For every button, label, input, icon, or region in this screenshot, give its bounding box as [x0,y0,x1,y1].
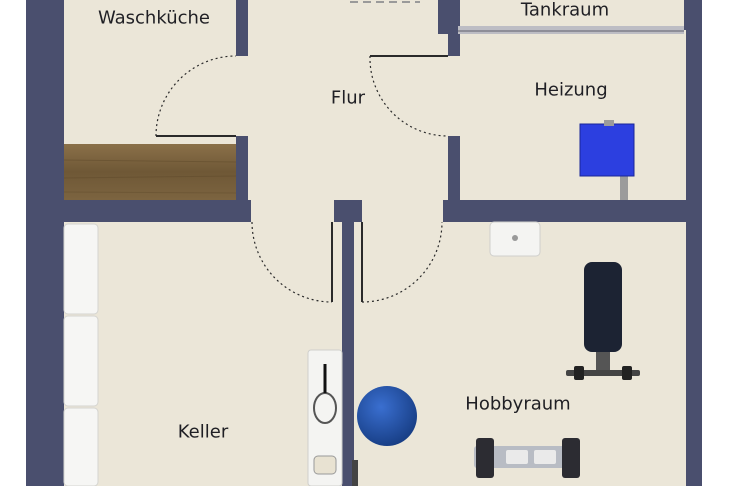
wall-segment [438,0,450,34]
wall-segment [236,0,248,56]
wall-segment [448,0,460,30]
room-label-heizung: Heizung [534,79,608,101]
wall-segment [684,0,692,30]
door-keller [251,221,333,303]
exercise-ball [357,386,417,446]
tankraum-wall-line [458,30,684,32]
door-hobbyraum [361,221,443,303]
room-label-flur: Flur [330,87,366,109]
storage-shelf [307,349,358,486]
wall-segment [443,200,693,222]
room-label-tankraum: Tankraum [520,0,610,21]
wall-segment [448,26,460,56]
door-waschkueche [155,55,237,137]
shoes-icon [313,455,337,475]
wall-right [686,0,702,486]
wall-segment [342,200,354,486]
room-label-waschkueche: Waschküche [97,7,211,29]
weight-bench [566,262,640,380]
door-heizung [369,55,449,137]
heater [579,123,635,177]
rowing-machine [474,438,580,478]
wall-segment [448,136,460,206]
workbench [64,144,236,200]
wall-segment [236,136,248,202]
room-label-hobbyraum: Hobbyraum [465,393,571,415]
heater-pipe [620,160,628,200]
wall-segment [55,200,251,222]
walls [26,0,702,486]
room-label-keller: Keller [177,421,229,443]
shelf-unit [63,223,99,486]
wall-left [26,0,64,486]
